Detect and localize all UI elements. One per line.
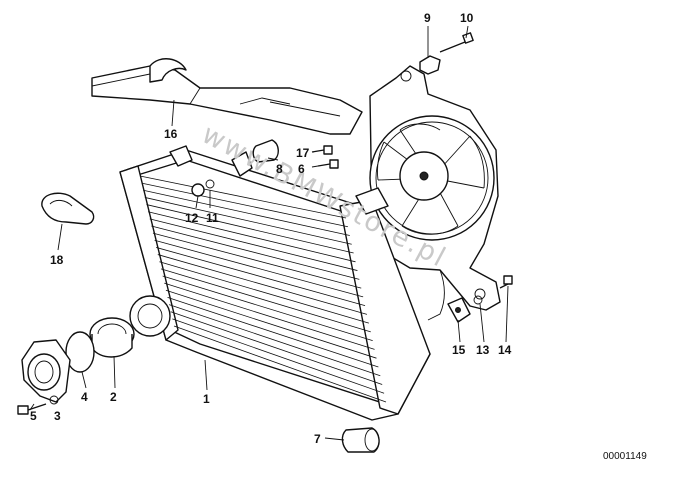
grommet-part-8	[252, 139, 279, 163]
radiator-fin-line	[159, 261, 369, 324]
bolt-part-10	[439, 32, 474, 53]
radiator-fin-line	[173, 325, 387, 403]
radiator-fin-line	[165, 289, 377, 359]
callout-11: 11	[206, 211, 219, 225]
callout-12: 12	[185, 211, 199, 225]
callout-14: 14	[498, 343, 512, 357]
radiator-fin-line	[152, 232, 362, 289]
callout-13: 13	[476, 343, 490, 357]
thermostat-cover-part-3	[21, 339, 71, 405]
bolt-part-14	[499, 275, 513, 289]
thermostat-part-2	[89, 317, 135, 358]
callout-7: 7	[314, 432, 321, 446]
callout-labels: 1 2 3 4 5 6 7 8 9 10 11 12 13 14 15 16 1…	[30, 11, 512, 446]
radiator-fin-line	[172, 318, 385, 394]
washer-part-11	[205, 179, 215, 189]
callout-10: 10	[460, 11, 474, 25]
callout-16: 16	[164, 127, 178, 141]
radiator-fin-line	[154, 239, 364, 298]
radiator-fin-line	[139, 175, 347, 219]
hose-clamp-part-18	[41, 192, 95, 225]
callout-18: 18	[50, 253, 64, 267]
callout-17: 17	[296, 146, 310, 160]
callout-5: 5	[30, 409, 37, 423]
radiator-cover-part-16	[91, 58, 363, 135]
fan-assembly	[369, 65, 501, 321]
washer-part-13	[473, 295, 483, 305]
callout-4: 4	[81, 390, 88, 404]
callout-9: 9	[424, 11, 431, 25]
radiator-core-part-1	[119, 145, 431, 421]
radiator-fin-line	[148, 211, 356, 263]
radiator-fin-line	[160, 268, 371, 333]
radiator-fin-line	[143, 189, 350, 236]
radiator-fin-line	[151, 225, 360, 280]
radiator-fin-line	[141, 182, 348, 228]
radiator-fin-line	[170, 311, 383, 385]
callout-1: 1	[203, 392, 210, 406]
document-id: 00001149	[603, 451, 647, 462]
bolt-part-6	[317, 159, 339, 169]
nut-part-12	[191, 183, 205, 197]
callout-3: 3	[54, 409, 61, 423]
nut-part-9	[419, 55, 441, 75]
radiator-fin-line	[156, 247, 366, 307]
radiator-fin-line	[146, 204, 354, 254]
radiator-fin-line	[144, 197, 352, 245]
radiator-fin-line	[164, 282, 375, 350]
callout-2: 2	[110, 390, 117, 404]
radiator-fin-line	[157, 254, 368, 315]
radiator-fin-line	[167, 297, 379, 368]
callout-6: 6	[298, 162, 305, 176]
o-ring-part-4	[65, 331, 95, 373]
rubber-mount-part-7	[341, 427, 380, 453]
radiator-fin-line	[149, 218, 358, 271]
callout-15: 15	[452, 343, 466, 357]
radiator-fin-line	[162, 275, 373, 342]
leader-lines	[29, 25, 509, 441]
radiator-fin-line	[169, 304, 381, 377]
callout-8: 8	[276, 162, 283, 176]
bolt-part-17	[311, 145, 333, 155]
radiator-fins	[139, 175, 387, 403]
clip-part-15	[447, 297, 471, 323]
